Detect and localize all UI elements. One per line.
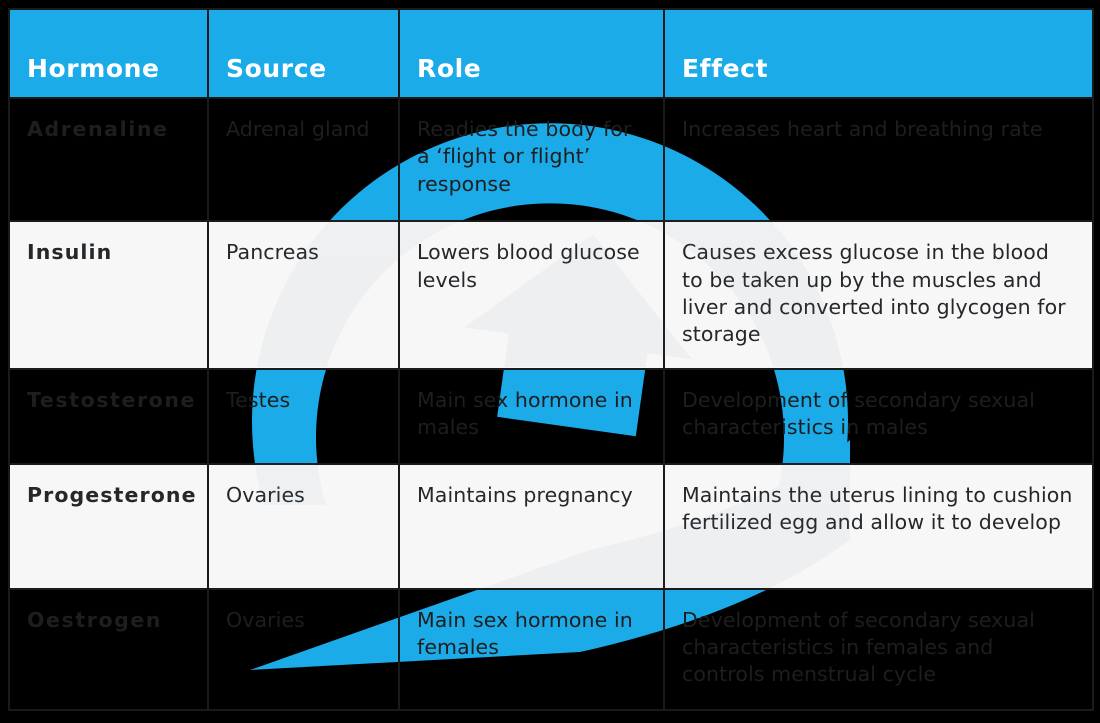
hormone-effect: Causes excess glucose in the blood to be… [682,240,1066,347]
hormone-source: Ovaries [226,483,305,508]
hormone-table: Hormone Source Role Effect Adrenaline [8,8,1094,712]
column-header-hormone: Hormone [8,8,209,99]
hormone-name: Progesterone [27,483,197,508]
hormone-effect: Increases heart and breathing rate [682,117,1043,141]
column-header-role: Role [398,8,665,99]
cell-effect: Increases heart and breathing rate [663,96,1094,223]
cell-role: Main sex hormone in males [398,368,665,466]
cell-source: Adrenal gland [207,96,400,223]
column-header-source: Source [207,8,400,99]
cell-hormone: Progesterone [8,463,209,590]
table-row: Oestrogen Ovaries Main sex hormone in fe… [8,587,1094,712]
hormone-name: Adrenaline [27,117,169,141]
hormone-name: Insulin [27,240,113,265]
hormone-role: Main sex hormone in females [417,607,633,659]
cell-hormone: Adrenaline [8,96,209,223]
cell-role: Lowers blood glucose levels [398,220,665,371]
hormone-name: Oestrogen [27,607,163,632]
table-row: Adrenaline Adrenal gland Readies the bod… [8,96,1094,223]
cell-effect: Maintains the uterus lining to cushion f… [663,463,1094,590]
column-header-hormone-label: Hormone [27,54,160,83]
cell-effect: Development of secondary sexual characte… [663,587,1094,712]
table-row: Insulin Pancreas Lowers blood glucose le… [8,220,1094,371]
cell-source: Pancreas [207,220,400,371]
cell-source: Ovaries [207,463,400,590]
cell-effect: Causes excess glucose in the blood to be… [663,220,1094,371]
hormone-effect: Development of secondary sexual characte… [682,607,1035,687]
cell-hormone: Testosterone [8,368,209,466]
column-header-source-label: Source [226,54,327,83]
cell-effect: Development of secondary sexual characte… [663,368,1094,466]
cell-source: Testes [207,368,400,466]
hormone-role: Main sex hormone in males [417,388,633,440]
cell-role: Readies the body for a ‘flight or flight… [398,96,665,223]
hormone-role: Maintains pregnancy [417,483,633,508]
hormone-source: Testes [226,388,291,413]
hormone-source: Pancreas [226,240,319,265]
hormone-role: Lowers blood glucose levels [417,240,640,292]
table-row: Testosterone Testes Main sex hormone in … [8,368,1094,466]
column-header-role-label: Role [417,54,482,83]
table-header-row: Hormone Source Role Effect [8,8,1094,99]
cell-hormone: Insulin [8,220,209,371]
column-header-effect: Effect [663,8,1094,99]
cell-hormone: Oestrogen [8,587,209,712]
hormone-source: Adrenal gland [226,117,370,141]
table-row: Progesterone Ovaries Maintains pregnancy… [8,463,1094,590]
hormone-name: Testosterone [27,388,197,413]
hormone-effect: Development of secondary sexual characte… [682,388,1035,440]
cell-role: Maintains pregnancy [398,463,665,590]
cell-role: Main sex hormone in females [398,587,665,712]
column-header-effect-label: Effect [682,54,769,83]
hormone-effect: Maintains the uterus lining to cushion f… [682,483,1073,535]
cell-source: Ovaries [207,587,400,712]
hormone-source: Ovaries [226,607,305,632]
hormone-role: Readies the body for a ‘flight or flight… [417,117,632,196]
